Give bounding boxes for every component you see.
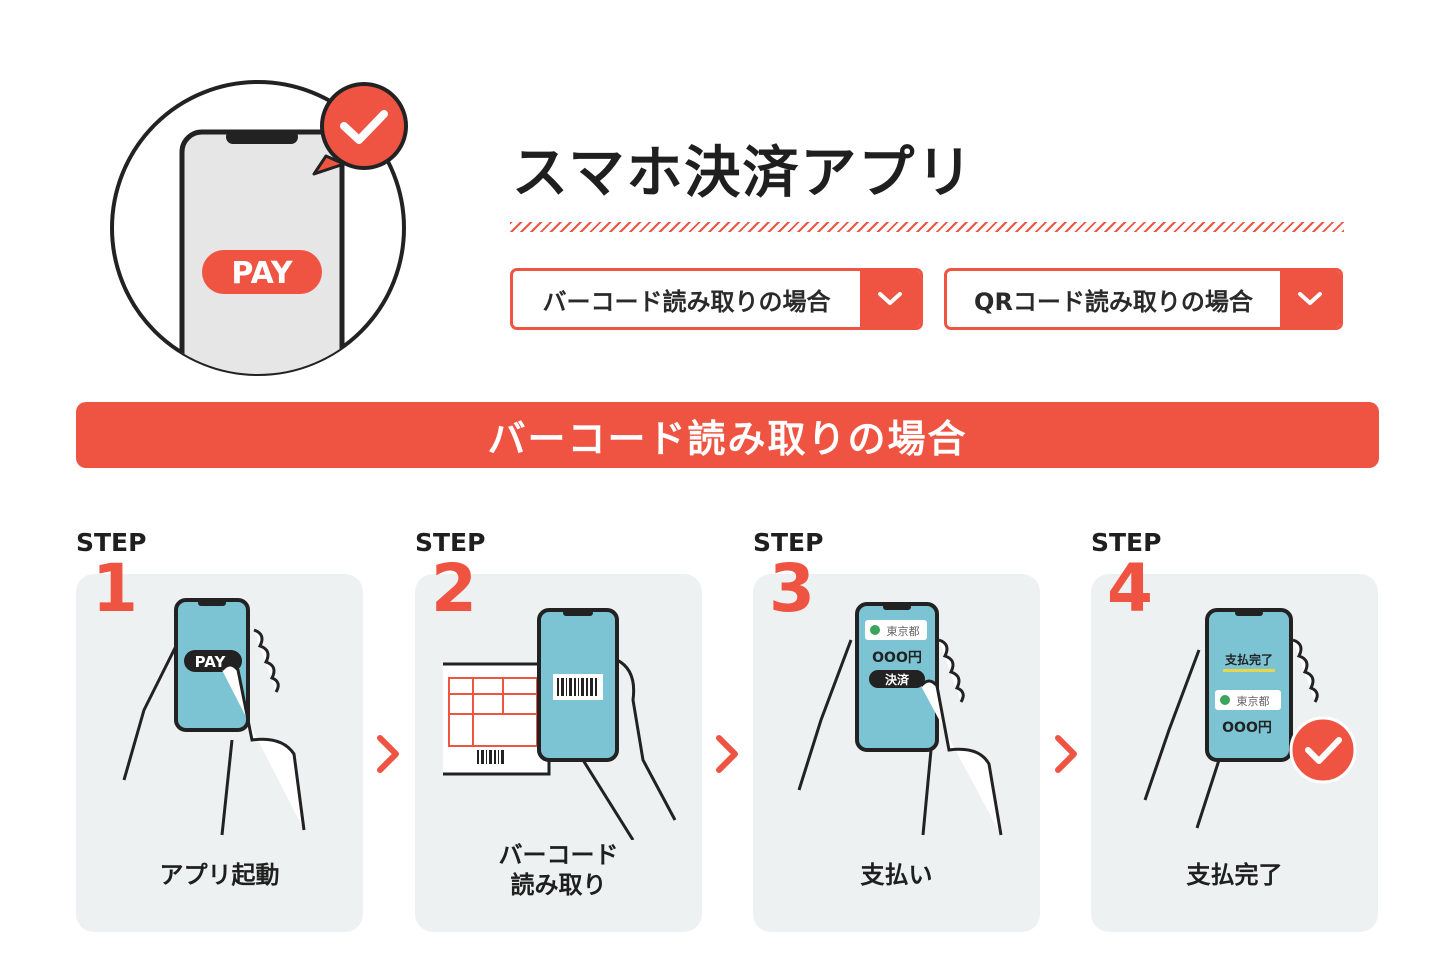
- check-circle-icon: [1289, 716, 1357, 784]
- step-word: STEP: [1091, 528, 1162, 557]
- step-word: STEP: [415, 528, 486, 557]
- screen-pay-text: PAY: [195, 653, 227, 671]
- step-number: 4: [1107, 550, 1153, 627]
- step-word: STEP: [753, 528, 824, 557]
- done-text: 支払完了: [1224, 652, 1273, 667]
- step-caption: 支払い: [860, 861, 933, 889]
- store-logo-icon: [870, 625, 880, 635]
- check-badge-icon: [312, 82, 408, 176]
- barcode-toggle-button[interactable]: バーコード読み取りの場合: [510, 268, 923, 330]
- hero-pay-badge: [202, 250, 322, 294]
- chevron-right-icon: [377, 735, 399, 773]
- step-number: 1: [92, 550, 138, 627]
- section-banner: バーコード読み取りの場合: [76, 402, 1379, 468]
- payment-complete-illustration: 支払完了 東京都 OOO円: [1143, 608, 1357, 829]
- step-caption: 支払完了: [1186, 861, 1283, 889]
- step-number: 3: [769, 550, 815, 627]
- hero-pay-text: PAY: [231, 256, 294, 291]
- chevron-down-icon: [860, 271, 920, 327]
- amount-text: OOO円: [1222, 720, 1272, 736]
- app-launch-illustration: PAY: [122, 598, 306, 836]
- qr-toggle-button[interactable]: QRコード読み取りの場合: [944, 268, 1343, 330]
- chevron-down-icon: [1280, 271, 1340, 327]
- barcode-scan-illustration: [443, 608, 677, 840]
- chevron-right-icon: [716, 735, 738, 773]
- store-logo-icon: [1220, 695, 1230, 705]
- page-title: スマホ決済アプリ: [512, 141, 975, 206]
- step-1: STEP 1 PAY アプリ起動: [76, 528, 363, 932]
- hero-phone-illustration: PAY: [110, 80, 408, 376]
- step-caption: アプリ起動: [159, 861, 280, 889]
- qr-toggle-label: QRコード読み取りの場合: [974, 287, 1253, 316]
- store-name: 東京都: [887, 624, 920, 638]
- barcode-toggle-label: バーコード読み取りの場合: [542, 287, 831, 316]
- step-2: STEP 2 バーコード 読み取り: [415, 528, 702, 932]
- step-caption-line1: バーコード: [498, 841, 619, 869]
- chevron-right-icon: [1055, 735, 1077, 773]
- payment-illustration: 東京都 OOO円 決済: [797, 602, 1003, 836]
- pay-button-text: 決済: [885, 672, 910, 687]
- store-name: 東京都: [1237, 694, 1270, 708]
- step-caption-line2: 読み取り: [510, 871, 607, 899]
- step-word: STEP: [76, 528, 147, 557]
- amount-text: OOO円: [872, 650, 922, 666]
- step-4: STEP 4 支払完了 東京都 OOO円 支払完了: [1091, 528, 1378, 932]
- step-3: STEP 3 東京都 OOO円 決済 支払い: [753, 528, 1040, 932]
- step-number: 2: [431, 550, 477, 627]
- hatched-divider: [510, 222, 1344, 232]
